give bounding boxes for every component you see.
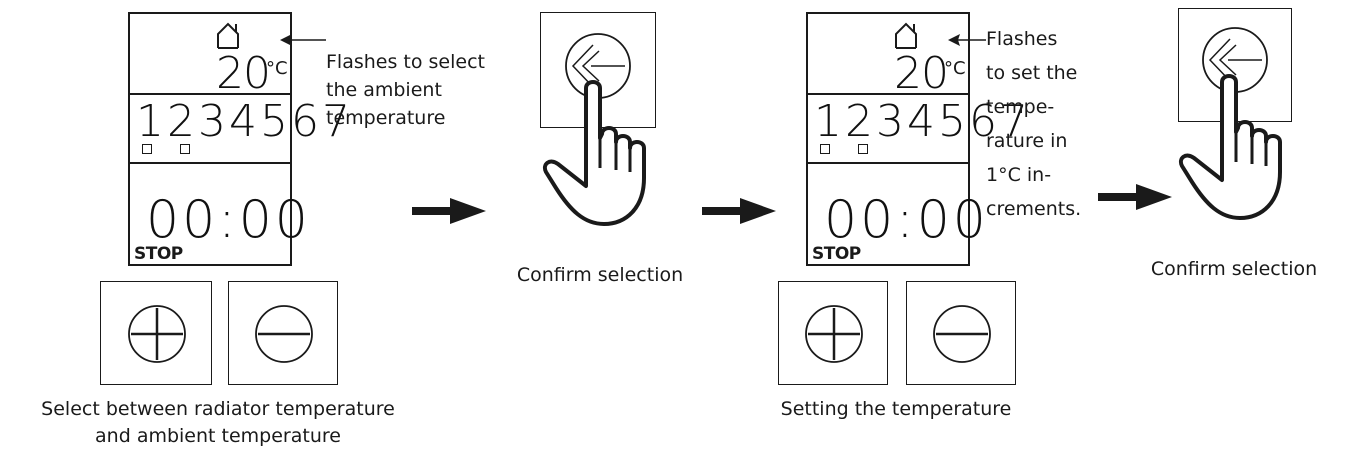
confirm-button[interactable] <box>1178 8 1292 122</box>
lcd-display-2: 20 °C 1234567 00:00 STOP <box>806 12 1028 266</box>
temperature-value: 20 <box>894 48 949 99</box>
minus-button-icon <box>933 305 991 363</box>
clock-display: 00:00 <box>146 190 311 250</box>
stop-indicator: STOP <box>812 244 861 264</box>
temperature-value: 20 <box>216 48 271 99</box>
house-icon <box>217 22 239 49</box>
day-marker <box>180 144 190 154</box>
temperature-unit: °C <box>266 58 288 79</box>
day-marker <box>820 144 830 154</box>
panel2-caption: Confirm selection <box>516 264 684 286</box>
pointer-arrow-1 <box>280 34 326 46</box>
panel3-note: Flashes to set the tempe- rature in 1°C … <box>986 28 1082 220</box>
panel3-keys-caption: Setting the temperature <box>780 398 1012 420</box>
temperature-unit: °C <box>944 58 966 79</box>
weekday-digits: 1234567 <box>814 96 1031 147</box>
lcd-divider <box>808 162 968 164</box>
plus-button[interactable] <box>100 281 212 385</box>
stop-indicator: STOP <box>134 244 183 264</box>
minus-button[interactable] <box>906 281 1016 385</box>
panel4-caption: Confirm selection <box>1150 258 1318 280</box>
right-arrow-icon <box>702 198 776 224</box>
house-icon <box>895 22 917 49</box>
lcd-divider <box>130 162 290 164</box>
pointing-hand-icon <box>543 80 646 226</box>
plus-button-icon <box>128 305 186 363</box>
panel1-keys-caption: Select between radiator temperature and … <box>41 398 395 447</box>
plus-button[interactable] <box>778 281 888 385</box>
panel1-note: Flashes to select the ambient temperatur… <box>326 51 485 129</box>
pointing-hand-icon <box>1179 74 1282 220</box>
clock-display: 00:00 <box>824 190 989 250</box>
minus-button[interactable] <box>228 281 338 385</box>
lcd-divider <box>808 93 968 95</box>
pointer-arrow-2 <box>948 34 986 46</box>
weekday-digits: 1234567 <box>136 96 353 147</box>
right-arrow-icon <box>412 198 486 224</box>
day-marker <box>142 144 152 154</box>
lcd-divider <box>130 93 290 95</box>
plus-button-icon <box>805 305 863 363</box>
right-arrow-icon <box>1098 184 1172 210</box>
minus-button-icon <box>255 305 313 363</box>
lcd-display-1: 20 °C 1234567 00:00 STOP <box>128 12 350 266</box>
day-marker <box>858 144 868 154</box>
